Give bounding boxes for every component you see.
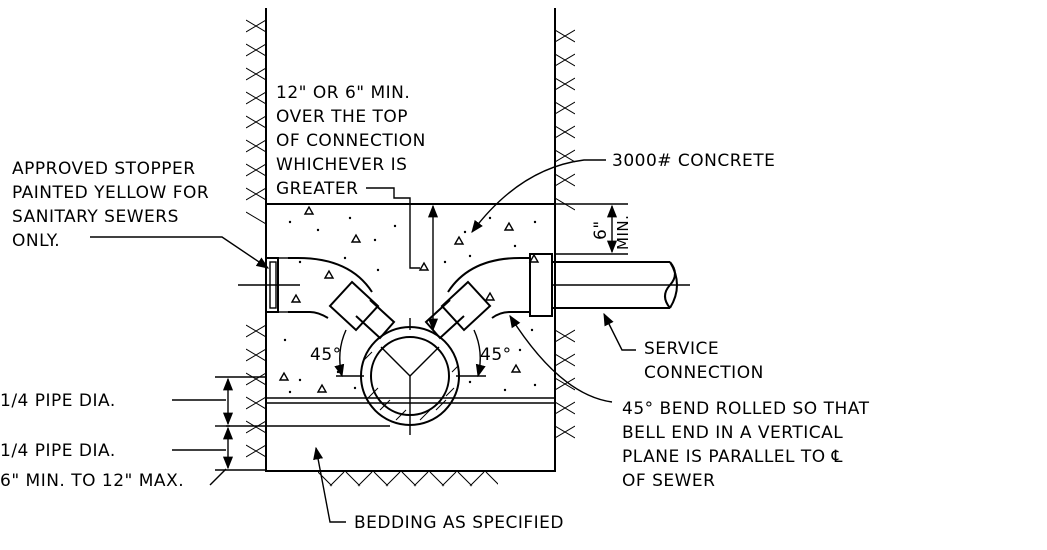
cover-note: 12" OR 6" MIN. OVER THE TOP OF CONNECTIO… — [276, 83, 426, 199]
stopper-note-line-2: PAINTED YELLOW FOR — [12, 183, 209, 203]
left-angle-label: 45° — [310, 345, 342, 365]
right-angle-label: 45° — [480, 345, 512, 365]
cover-dimension — [366, 187, 439, 332]
stopper-note-line-1: APPROVED STOPPER — [12, 159, 196, 179]
bend-note-line-2: BELL END IN A VERTICAL — [622, 423, 843, 443]
pipe-dia-label-2: 1/4 PIPE DIA. — [0, 441, 116, 461]
angle-marks — [334, 329, 486, 378]
cover-note-line-1: 12" OR 6" MIN. — [276, 83, 410, 103]
six-inch-dimension — [556, 203, 628, 255]
service-line-1: SERVICE — [644, 339, 719, 359]
cover-note-line-5: GREATER — [276, 179, 358, 199]
right-trench-wall — [554, 8, 575, 472]
six-inch-min-label: MIN. — [614, 215, 632, 250]
trench-floor — [266, 470, 555, 487]
left-trench-wall — [246, 8, 267, 472]
service-line-2: CONNECTION — [644, 363, 764, 383]
bend-note: 45° BEND ROLLED SO THAT BELL END IN A VE… — [622, 399, 870, 491]
cover-note-line-2: OVER THE TOP — [276, 107, 408, 127]
six-inch-label: 6" — [591, 220, 611, 240]
pipe-dia-label-1: 1/4 PIPE DIA. — [0, 391, 116, 411]
bend-note-line-3: PLANE IS PARALLEL TO ℄ — [622, 447, 843, 467]
service-connection-note: SERVICE CONNECTION — [644, 339, 764, 383]
cover-note-line-3: OF CONNECTION — [276, 131, 426, 151]
left-45-bend — [238, 257, 396, 340]
concrete-label: 3000# CONCRETE — [612, 151, 775, 171]
right-45-bend — [424, 253, 690, 340]
bedding-label: BEDDING AS SPECIFIED — [354, 513, 564, 533]
bend-note-line-4: OF SEWER — [622, 471, 715, 491]
stopper-note-line-4: ONLY. — [12, 231, 60, 251]
cover-note-line-4: WHICHEVER IS — [276, 155, 407, 175]
left-dimensions — [172, 376, 266, 486]
leader-lines — [90, 159, 636, 523]
bend-note-line-1: 45° BEND ROLLED SO THAT — [622, 399, 870, 419]
bedding-depth-label: 6" MIN. TO 12" MAX. — [0, 471, 184, 491]
stopper-note-line-3: SANITARY SEWERS — [12, 207, 179, 227]
stopper-note: APPROVED STOPPER PAINTED YELLOW FOR SANI… — [12, 159, 209, 251]
